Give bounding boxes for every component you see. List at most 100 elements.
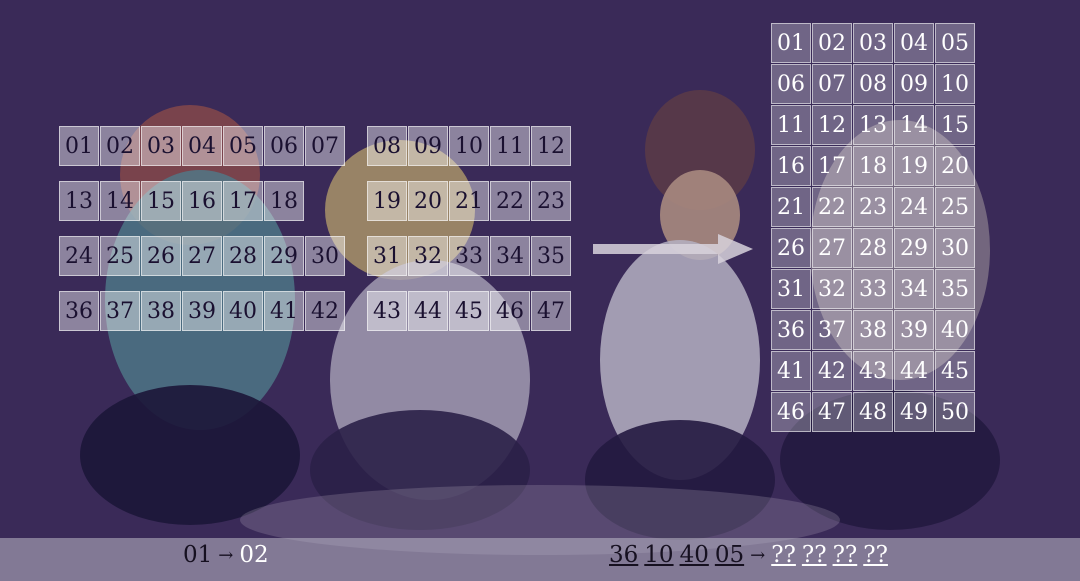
big-grid-cell: 26: [771, 228, 811, 268]
right-arrow-icon: [593, 234, 753, 264]
grid-b-cell: 46: [490, 291, 530, 331]
grid-a-cell: 07: [305, 126, 345, 166]
big-grid-cell: 11: [771, 105, 811, 145]
grid-a-cell: 39: [182, 291, 222, 331]
grid-b-cell: 32: [408, 236, 448, 276]
grid-a-cell: 15: [141, 181, 181, 221]
big-grid-cell: 22: [812, 187, 852, 227]
grid-a-cell: 29: [264, 236, 304, 276]
big-grid-cell: 49: [894, 392, 934, 432]
grid-a-cell: 02: [100, 126, 140, 166]
puzzle-input-2: 10: [644, 542, 674, 568]
bottom-bar: [0, 538, 1080, 581]
big-grid-cell: 45: [935, 351, 975, 391]
puzzle-arrow: →: [750, 544, 766, 566]
grid-a-cell: 27: [182, 236, 222, 276]
grid-a-cell: 14: [100, 181, 140, 221]
puzzle-mapping: 36 10 40 05 → ?? ?? ?? ??: [609, 542, 888, 568]
big-grid-cell: 08: [853, 64, 893, 104]
big-grid-cell: 25: [935, 187, 975, 227]
big-grid-cell: 13: [853, 105, 893, 145]
big-grid-cell: 16: [771, 146, 811, 186]
grid-b-cell: 35: [531, 236, 571, 276]
big-grid-cell: 12: [812, 105, 852, 145]
grid-b-cell: 44: [408, 291, 448, 331]
big-grid-cell: 04: [894, 23, 934, 63]
grid-b-cell: 20: [408, 181, 448, 221]
big-grid-cell: 34: [894, 269, 934, 309]
grid-a-cell: 40: [223, 291, 263, 331]
grid-b-cell: 12: [531, 126, 571, 166]
puzzle-answer-3[interactable]: ??: [832, 542, 858, 568]
grid-a-cell: 25: [100, 236, 140, 276]
grid-b-cell: 19: [367, 181, 407, 221]
big-grid-cell: 44: [894, 351, 934, 391]
grid-b-cell: 33: [449, 236, 489, 276]
big-grid-cell: 39: [894, 310, 934, 350]
grid-a-cell: 37: [100, 291, 140, 331]
big-grid-cell: 37: [812, 310, 852, 350]
big-grid-cell: 18: [853, 146, 893, 186]
grid-a-cell: 03: [141, 126, 181, 166]
puzzle-answer-2[interactable]: ??: [801, 542, 827, 568]
grid-a-cell: 18: [264, 181, 304, 221]
grid-b-cell: 10: [449, 126, 489, 166]
big-grid-cell: 31: [771, 269, 811, 309]
big-grid-cell: 38: [853, 310, 893, 350]
example-arrow: →: [218, 544, 234, 566]
big-grid-cell: 36: [771, 310, 811, 350]
puzzle-input-4: 05: [714, 542, 745, 568]
grid-a-cell: 42: [305, 291, 345, 331]
grid-b-cell: 43: [367, 291, 407, 331]
grid-b-cell: 34: [490, 236, 530, 276]
grid-a-cell: 36: [59, 291, 99, 331]
puzzle-answer-1[interactable]: ??: [771, 542, 796, 568]
grid-a-cell: 38: [141, 291, 181, 331]
big-grid-cell: 41: [771, 351, 811, 391]
big-grid-cell: 27: [812, 228, 852, 268]
big-grid-cell: 14: [894, 105, 934, 145]
big-grid-cell: 03: [853, 23, 893, 63]
grid-a-cell: 41: [264, 291, 304, 331]
big-grid-cell: 47: [812, 392, 852, 432]
big-grid-cell: 43: [853, 351, 893, 391]
big-grid-cell: 15: [935, 105, 975, 145]
grid-b-cell: 45: [449, 291, 489, 331]
big-grid-cell: 48: [853, 392, 893, 432]
puzzle-answer-4[interactable]: ??: [863, 542, 888, 568]
big-grid-cell: 07: [812, 64, 852, 104]
big-grid-cell: 10: [935, 64, 975, 104]
example-to: 02: [239, 542, 269, 568]
grid-b-cell: 23: [531, 181, 571, 221]
example-mapping: 01 → 02: [183, 542, 269, 568]
grid-a-cell: 30: [305, 236, 345, 276]
grid-a-cell: 13: [59, 181, 99, 221]
big-grid-cell: 32: [812, 269, 852, 309]
big-grid-cell: 50: [935, 392, 975, 432]
big-grid-cell: 46: [771, 392, 811, 432]
big-grid-cell: 29: [894, 228, 934, 268]
grid-b-cell: 31: [367, 236, 407, 276]
big-grid-cell: 40: [935, 310, 975, 350]
big-grid-cell: 17: [812, 146, 852, 186]
grid-b-cell: 09: [408, 126, 448, 166]
big-grid-cell: 21: [771, 187, 811, 227]
grid-a-cell: 04: [182, 126, 222, 166]
big-grid-cell: 33: [853, 269, 893, 309]
grid-a-cell: 17: [223, 181, 263, 221]
grid-a-cell: 16: [182, 181, 222, 221]
grid-a-cell: 28: [223, 236, 263, 276]
big-grid-cell: 09: [894, 64, 934, 104]
big-grid-cell: 02: [812, 23, 852, 63]
big-grid-cell: 24: [894, 187, 934, 227]
grid-b-cell: 47: [531, 291, 571, 331]
